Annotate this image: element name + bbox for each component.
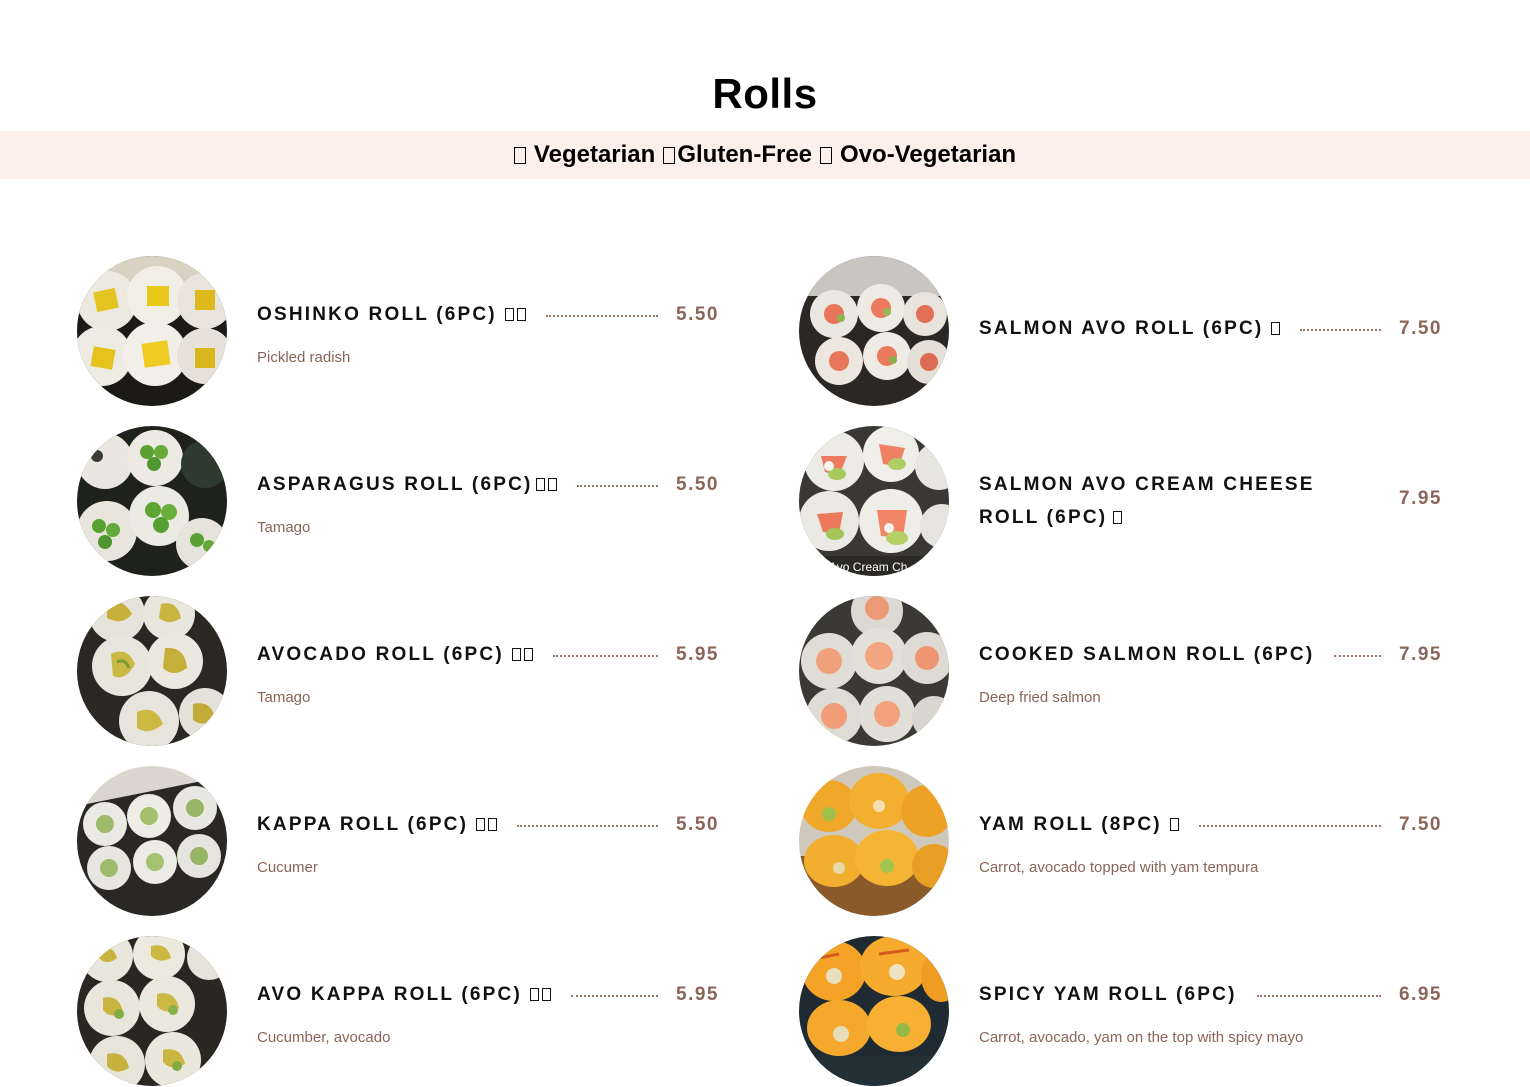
- leader-dots: [570, 995, 659, 997]
- item-price: 5.95: [676, 644, 719, 665]
- vegetarian-badge-icon: [511, 648, 521, 661]
- menu-item[interactable]: ASPARAGUS ROLL (6PC) 5.50 Tamago: [77, 426, 719, 576]
- vegetarian-badge-icon: [535, 478, 545, 491]
- salmon-avo-roll-photo: [799, 256, 949, 406]
- section-title: Rolls: [712, 70, 818, 117]
- menu-item[interactable]: AVOCADO ROLL (6PC) 5.95 Tamago: [77, 596, 719, 746]
- item-description: Carrot, avocado topped with yam tempura: [979, 859, 1259, 876]
- gluten-free-badge-icon: [1271, 322, 1281, 335]
- leader-dots: [545, 315, 659, 317]
- item-name: AVO KAPPA ROLL (6PC): [257, 984, 551, 1006]
- gluten-free-badge-icon: [516, 308, 526, 321]
- gluten-free-badge-icon: [523, 648, 533, 661]
- menu-item[interactable]: SALMON AVO ROLL (6PC) 7.50: [799, 256, 1442, 406]
- item-name: AVOCADO ROLL (6PC): [257, 644, 533, 666]
- dietary-legend: Vegetarian Gluten-Free Ovo-Vegetarian: [0, 131, 1530, 179]
- menu-item[interactable]: OSHINKO ROLL (6PC) 5.50 Pickled radish: [77, 256, 719, 406]
- vegetarian-badge-icon: [476, 818, 486, 831]
- item-price: 7.50: [1399, 318, 1442, 339]
- item-price: 5.95: [676, 984, 719, 1005]
- menu-item[interactable]: YAM ROLL (8PC) 7.50 Carrot, avocado topp…: [799, 766, 1442, 916]
- item-name: SALMON AVO ROLL (6PC): [979, 318, 1281, 340]
- menu-item[interactable]: AVO KAPPA ROLL (6PC) 5.95 Cucumber, avoc…: [77, 936, 719, 1086]
- item-name: YAM ROLL (8PC): [979, 814, 1179, 836]
- oshinko-roll-photo: [77, 256, 227, 406]
- gluten-free-icon: [663, 146, 676, 164]
- leader-dots: [1198, 825, 1382, 827]
- vegetarian-badge-icon: [504, 308, 514, 321]
- leader-dots: [1300, 329, 1382, 331]
- gluten-free-badge-icon: [1113, 511, 1123, 524]
- menu-item[interactable]: KAPPA ROLL (6PC) 5.50 Cucumer: [77, 766, 719, 916]
- item-name: ASPARAGUS ROLL (6PC): [257, 474, 557, 496]
- menu-item[interactable]: Avo Cream Ch SALMON AVO CREAM CHEESE ROL…: [799, 426, 1442, 576]
- item-price: 5.50: [676, 474, 719, 495]
- leader-dots: [576, 485, 659, 487]
- leader-dots: [552, 655, 659, 657]
- ovo-vegetarian-icon: [820, 146, 833, 164]
- item-price: 7.50: [1399, 814, 1442, 835]
- item-description: Carrot, avocado, yam on the top with spi…: [979, 1029, 1304, 1046]
- spicy-yam-roll-photo: [799, 936, 949, 1086]
- vegetarian-icon: [513, 146, 526, 164]
- item-name: SALMON AVO CREAM CHEESE ROLL (6PC): [979, 474, 1315, 528]
- leader-dots: [1334, 655, 1382, 657]
- gluten-free-badge-icon: [488, 818, 498, 831]
- cooked-salmon-roll-photo: [799, 596, 949, 746]
- kappa-roll-photo: [77, 766, 227, 916]
- item-price: 5.50: [676, 814, 719, 835]
- salmon-avo-cream-cheese-roll-photo: Avo Cream Ch: [799, 426, 949, 576]
- leader-dots: [1256, 995, 1382, 997]
- menu-item[interactable]: SPICY YAM ROLL (6PC) 6.95 Carrot, avocad…: [799, 936, 1442, 1086]
- item-name: SPICY YAM ROLL (6PC): [979, 984, 1237, 1005]
- item-price: 7.95: [1399, 488, 1442, 509]
- avo-kappa-roll-photo: [77, 936, 227, 1086]
- asparagus-roll-photo: [77, 426, 227, 576]
- item-price: 5.50: [676, 304, 719, 325]
- yam-roll-photo: [799, 766, 949, 916]
- item-description: Pickled radish: [257, 349, 351, 366]
- gluten-free-badge-icon: [541, 988, 551, 1001]
- item-price: 6.95: [1399, 984, 1442, 1005]
- legend-vegetarian-label: Vegetarian: [533, 141, 656, 168]
- legend-gluten-free: Gluten-Free: [663, 141, 812, 169]
- menu-item[interactable]: COOKED SALMON ROLL (6PC) 7.95 Deep fried…: [799, 596, 1442, 746]
- item-name: COOKED SALMON ROLL (6PC): [979, 644, 1315, 665]
- item-description: Tamago: [257, 519, 311, 536]
- legend-gluten-free-label: Gluten-Free: [677, 141, 813, 168]
- item-description: Cucumer: [257, 859, 318, 876]
- leader-dots: [517, 825, 659, 827]
- item-price: 7.95: [1399, 644, 1442, 665]
- item-description: Cucumber, avocado: [257, 1029, 391, 1046]
- gluten-free-badge-icon: [547, 478, 557, 491]
- photo-caption: Avo Cream Ch: [829, 560, 908, 574]
- vegetarian-badge-icon: [1169, 818, 1179, 831]
- legend-ovo-vegetarian-label: Ovo-Vegetarian: [840, 141, 1017, 168]
- vegetarian-badge-icon: [529, 988, 539, 1001]
- legend-ovo-vegetarian: Ovo-Vegetarian: [820, 141, 1016, 169]
- legend-vegetarian: Vegetarian: [513, 141, 656, 169]
- item-name: KAPPA ROLL (6PC): [257, 814, 498, 836]
- item-name: OSHINKO ROLL (6PC): [257, 304, 526, 326]
- item-description: Deep fried salmon: [979, 689, 1101, 706]
- avocado-roll-photo: [77, 596, 227, 746]
- item-description: Tamago: [257, 689, 311, 706]
